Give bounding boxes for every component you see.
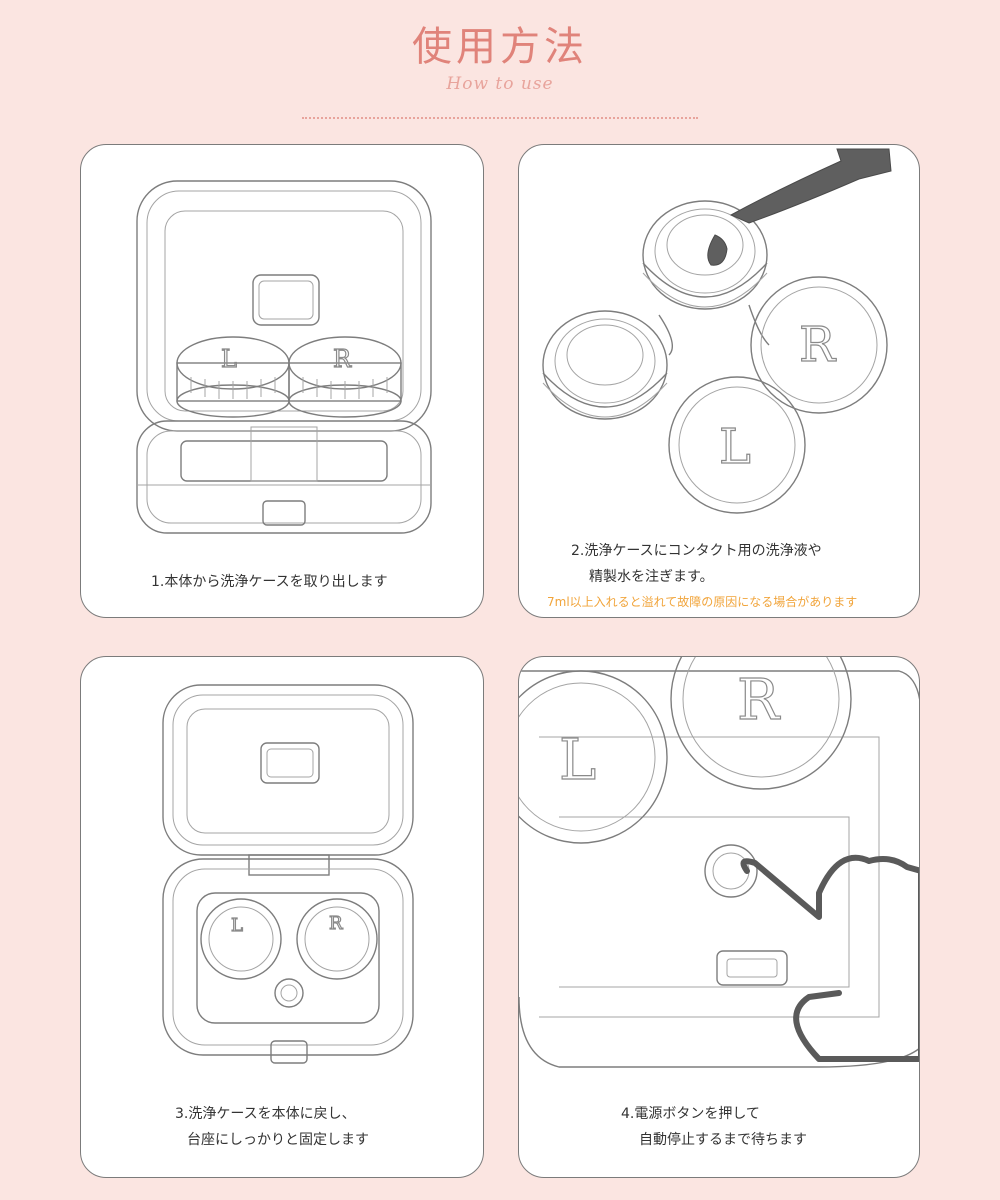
- cap-l-letter: L: [719, 419, 751, 475]
- page-subtitle: How to use: [446, 74, 554, 94]
- step-4-text-line2: 自動停止するまで待ちます: [639, 1132, 807, 1148]
- case-open-illustration: L R: [136, 180, 432, 534]
- step-card-1: L R 1.本体から洗浄ケースを取り出します: [80, 144, 484, 618]
- step-3-text-line1: 3.洗浄ケースを本体に戻し、: [175, 1106, 356, 1122]
- case-return-illustration: L R: [162, 684, 414, 1064]
- cap-r-letter: R: [737, 668, 781, 733]
- pour-solution-illustration: R L: [542, 148, 892, 514]
- step-4-text-line1: 4.電源ボタンを押して: [621, 1106, 760, 1122]
- title-divider: [302, 117, 698, 119]
- step-3-text-line2: 台座にしっかりと固定します: [187, 1132, 369, 1148]
- cap-l-letter: L: [559, 728, 596, 793]
- step-1-text: 1.本体から洗浄ケースを取り出します: [151, 574, 388, 590]
- cap-letter-l: L: [231, 915, 243, 936]
- step-card-4: L R 4.電源ボタンを押して 自動停止するまで待ちます: [518, 656, 920, 1178]
- step-2-warning: 7ml以上入れると溢れて故障の原因になる場合があります: [547, 595, 858, 609]
- page-title: 使用方法: [412, 24, 588, 70]
- step-card-2: R L 2.洗浄ケースにコンタクト用の洗浄液や 精製水を注ぎます。 7ml以上入…: [518, 144, 920, 618]
- step-card-3: L R 3.洗浄ケースを本体に戻し、 台座にしっかりと固定します: [80, 656, 484, 1178]
- press-power-illustration: L R: [519, 657, 919, 1068]
- cap-letter-r: R: [329, 913, 343, 934]
- cap-letter-l: L: [221, 345, 237, 373]
- cap-r-letter: R: [799, 317, 837, 373]
- step-2-text-line1: 2.洗浄ケースにコンタクト用の洗浄液や: [571, 543, 822, 559]
- cap-letter-r: R: [333, 345, 352, 373]
- step-2-text-line2: 精製水を注ぎます。: [589, 569, 714, 585]
